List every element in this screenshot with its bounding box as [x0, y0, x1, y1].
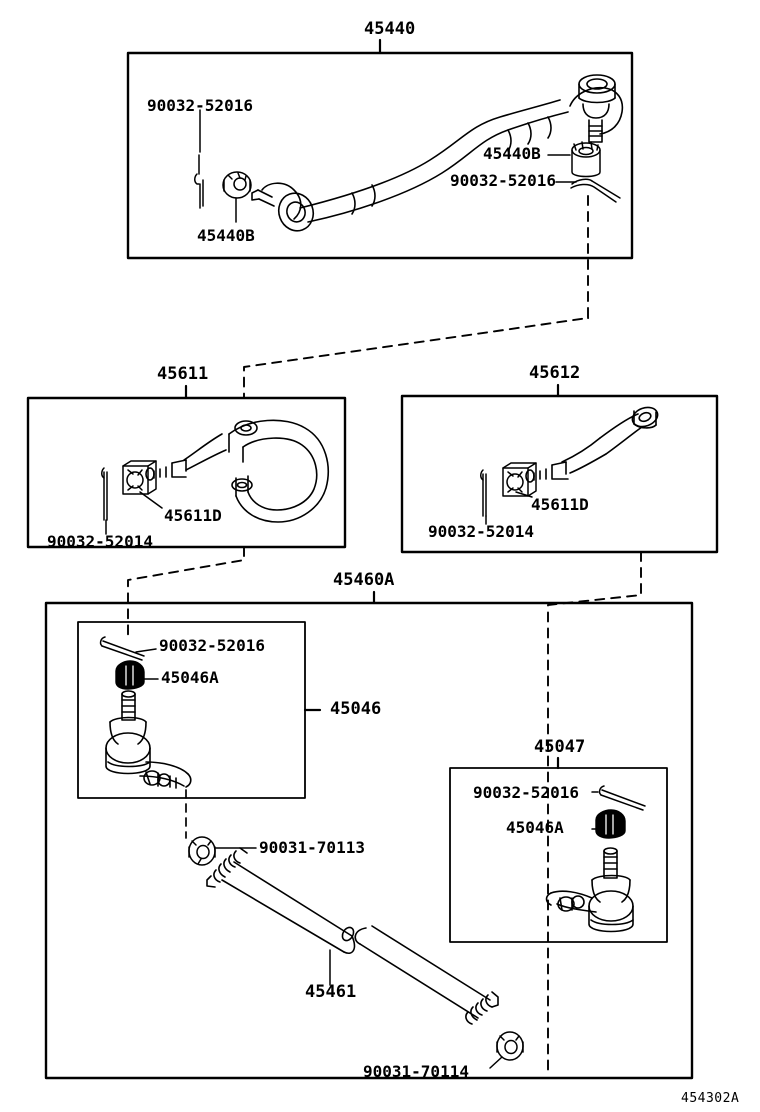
part-illustration-45046A-left-nut-highlight — [125, 665, 134, 686]
part-illustration-90032-52016-left-pin — [194, 154, 204, 209]
label-part-90031-70114: 90031-70114 — [363, 1062, 469, 1081]
connector-45440-to-45612 — [243, 195, 589, 399]
leader-45611D-left — [139, 491, 163, 509]
label-part-90032-52016-top-right: 90032-52016 — [450, 171, 556, 190]
label-assembly-45440: 45440 — [364, 19, 416, 39]
label-assembly-45460A: 45460A — [333, 570, 395, 590]
part-illustration-45440-right-joint — [569, 74, 624, 143]
part-illustration-45440B-right-nut — [571, 141, 601, 178]
part-illustration-45611D-right-nut — [502, 462, 537, 497]
part-illustration-90032-52016-right2-pin — [598, 785, 646, 811]
label-part-90032-52014-left: 90032-52014 — [47, 532, 153, 551]
box-45612-outline — [400, 394, 719, 554]
part-illustration-45612-arm — [525, 406, 659, 483]
part-illustration-90032-52014-left-pin — [101, 467, 108, 521]
label-part-90032-52014-right: 90032-52014 — [428, 522, 534, 541]
part-illustration-45440-left-joint — [251, 182, 315, 232]
part-illustration-45440-draglink — [299, 99, 569, 223]
part-illustration-45440B-left-nut — [222, 171, 252, 199]
part-illustration-90032-52016-right-pin — [570, 178, 621, 203]
label-part-90032-52016-top-left: 90032-52016 — [147, 96, 253, 115]
label-part-90032-52016-center: 90032-52016 — [159, 636, 265, 655]
box-45460A-outline — [44, 601, 694, 1080]
part-illustration-45047-tierod-end — [545, 847, 634, 933]
label-part-45611D-right: 45611D — [531, 495, 589, 514]
part-illustration-90031-70113-nut — [188, 836, 216, 866]
part-illustration-45046A-right-nut-highlight — [605, 814, 614, 835]
part-illustration-45611D-left-nut — [122, 460, 157, 495]
part-illustration-90031-70114-nut — [496, 1031, 524, 1061]
label-part-90032-52016-45047: 90032-52016 — [473, 783, 579, 802]
leader-45611D-right — [515, 491, 533, 498]
part-illustration-45046-tierod-end — [105, 690, 192, 789]
label-part-45440B-top-left: 45440B — [197, 226, 255, 245]
leader-90031-70114 — [489, 1056, 503, 1069]
part-illustration-45046A-left-nut — [115, 660, 145, 690]
diagram-corner-code: 454302A — [681, 1091, 740, 1106]
label-assembly-45047: 45047 — [534, 737, 586, 757]
label-part-90031-70113: 90031-70113 — [259, 838, 365, 857]
part-illustration-45611-arm — [145, 419, 329, 523]
label-part-45440B-top-right: 45440B — [483, 144, 541, 163]
part-illustration-45046A-right-nut — [595, 809, 626, 839]
connector-45611-to-45460A — [127, 546, 245, 641]
label-assembly-45611: 45611 — [157, 364, 209, 384]
part-illustration-90032-52016-center-pin — [99, 636, 145, 661]
label-part-45046A-45047: 45046A — [506, 818, 564, 837]
connector-45612-to-45460A — [547, 551, 642, 1071]
label-part-45046A-center: 45046A — [161, 668, 219, 687]
label-assembly-45612: 45612 — [529, 363, 581, 383]
leader-lines — [105, 109, 599, 1069]
part-illustration-45461-relay-rod — [206, 847, 499, 1025]
label-assembly-45046: 45046 — [330, 699, 382, 719]
part-illustration-90032-52014-right-pin — [480, 469, 487, 517]
label-part-45611D-left: 45611D — [164, 506, 222, 525]
label-part-45461: 45461 — [305, 982, 357, 1002]
leader-90032-52016-45046 — [135, 648, 157, 653]
